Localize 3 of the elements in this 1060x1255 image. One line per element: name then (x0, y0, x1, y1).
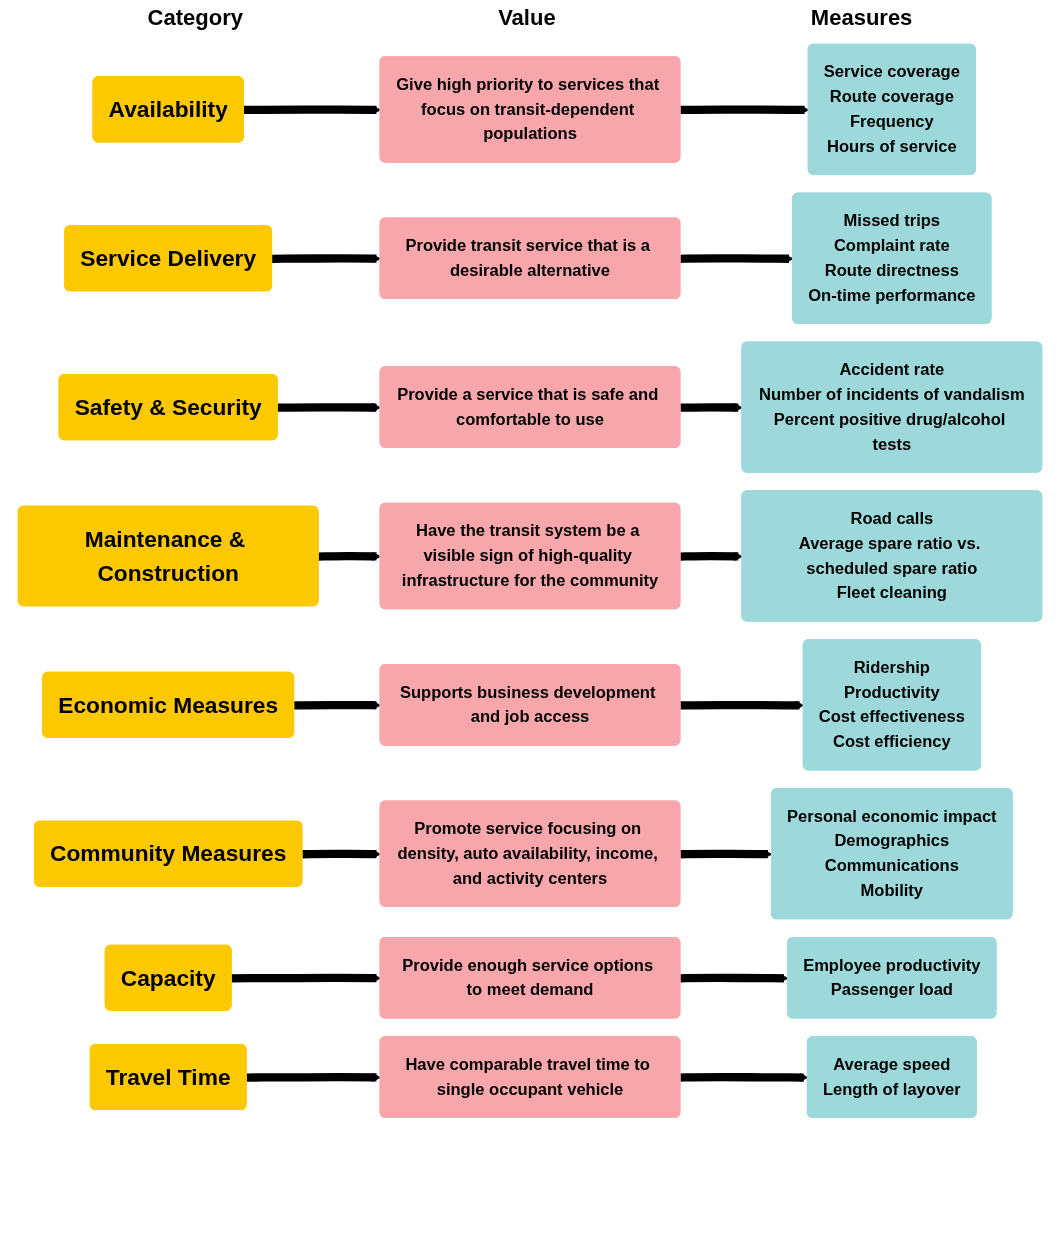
column-heading: Category (147, 5, 243, 31)
column-heading: Value (498, 5, 556, 31)
column-heading: Measures (810, 5, 913, 31)
